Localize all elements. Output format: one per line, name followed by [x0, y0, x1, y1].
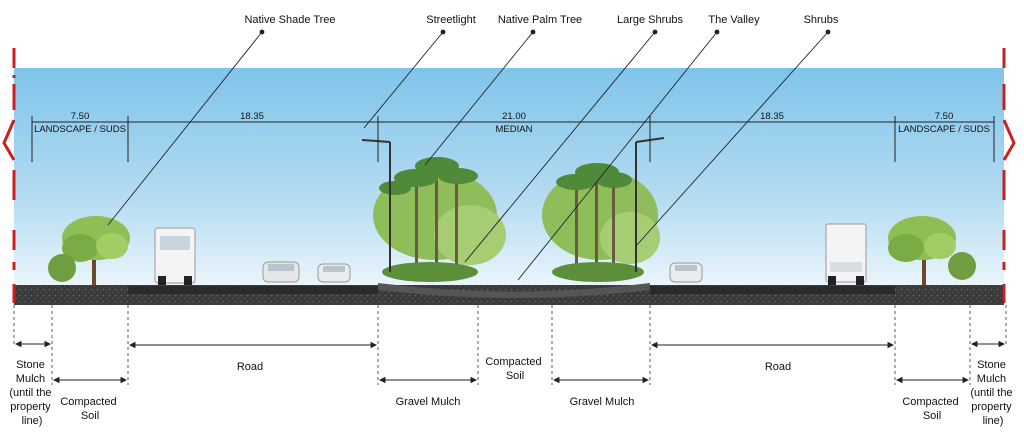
dimension-median-label: MEDIAN	[496, 124, 533, 135]
dimension-line	[31, 116, 995, 162]
road-surface-left	[128, 286, 378, 294]
dimension-left-road-value: 18.35	[240, 111, 264, 122]
callout-shrubs: Shrubs	[804, 14, 839, 26]
dimension-right-landscape-value: 7.50	[935, 111, 954, 122]
car-left-2	[317, 263, 351, 283]
dimension-right-landscape-label: LANDSCAPE / SUDS	[898, 124, 990, 135]
callout-the-valley: The Valley	[708, 14, 760, 26]
truck-right	[825, 223, 867, 285]
dimension-left-landscape-label: LANDSCAPE / SUDS	[34, 124, 126, 135]
zone-arrows	[14, 340, 1006, 384]
road-surface-right	[650, 286, 895, 294]
zone-dividers	[13, 305, 1007, 385]
zone-road-left: Road	[237, 361, 263, 373]
zone-compacted-soil-left: Compacted Soil	[60, 396, 119, 422]
callout-native-palm-tree: Native Palm Tree	[498, 14, 582, 26]
zone-road-right: Road	[765, 361, 791, 373]
car-right	[669, 262, 703, 283]
shade-tree-left	[48, 216, 130, 285]
car-left-1	[262, 261, 300, 283]
property-line-left	[2, 48, 16, 303]
zone-stone-mulch-left: Stone Mulch (until the property line)	[9, 359, 54, 427]
median-valley	[378, 283, 650, 298]
median-palms-right	[542, 163, 660, 282]
dimension-median-value: 21.00	[502, 111, 526, 122]
truck-left	[154, 227, 196, 285]
callout-leader-dots	[259, 29, 831, 35]
zone-gravel-mulch-left: Gravel Mulch	[396, 396, 461, 408]
callout-native-shade-tree: Native Shade Tree	[244, 14, 335, 26]
zone-compacted-soil-center: Compacted Soil	[485, 356, 544, 382]
dimension-left-landscape-value: 7.50	[71, 111, 90, 122]
property-line-right	[1002, 48, 1016, 303]
callout-streetlight: Streetlight	[426, 14, 476, 26]
dimension-right-road-value: 18.35	[760, 111, 784, 122]
streetlight-left	[361, 139, 391, 272]
median-palms-left	[373, 157, 506, 282]
zone-stone-mulch-right: Stone Mulch (until the property line)	[970, 359, 1015, 427]
callout-large-shrubs: Large Shrubs	[617, 14, 684, 26]
zone-gravel-mulch-right: Gravel Mulch	[570, 396, 635, 408]
shade-tree-right	[888, 216, 976, 285]
zone-compacted-soil-right: Compacted Soil	[902, 396, 961, 422]
callout-leaders	[107, 31, 829, 281]
